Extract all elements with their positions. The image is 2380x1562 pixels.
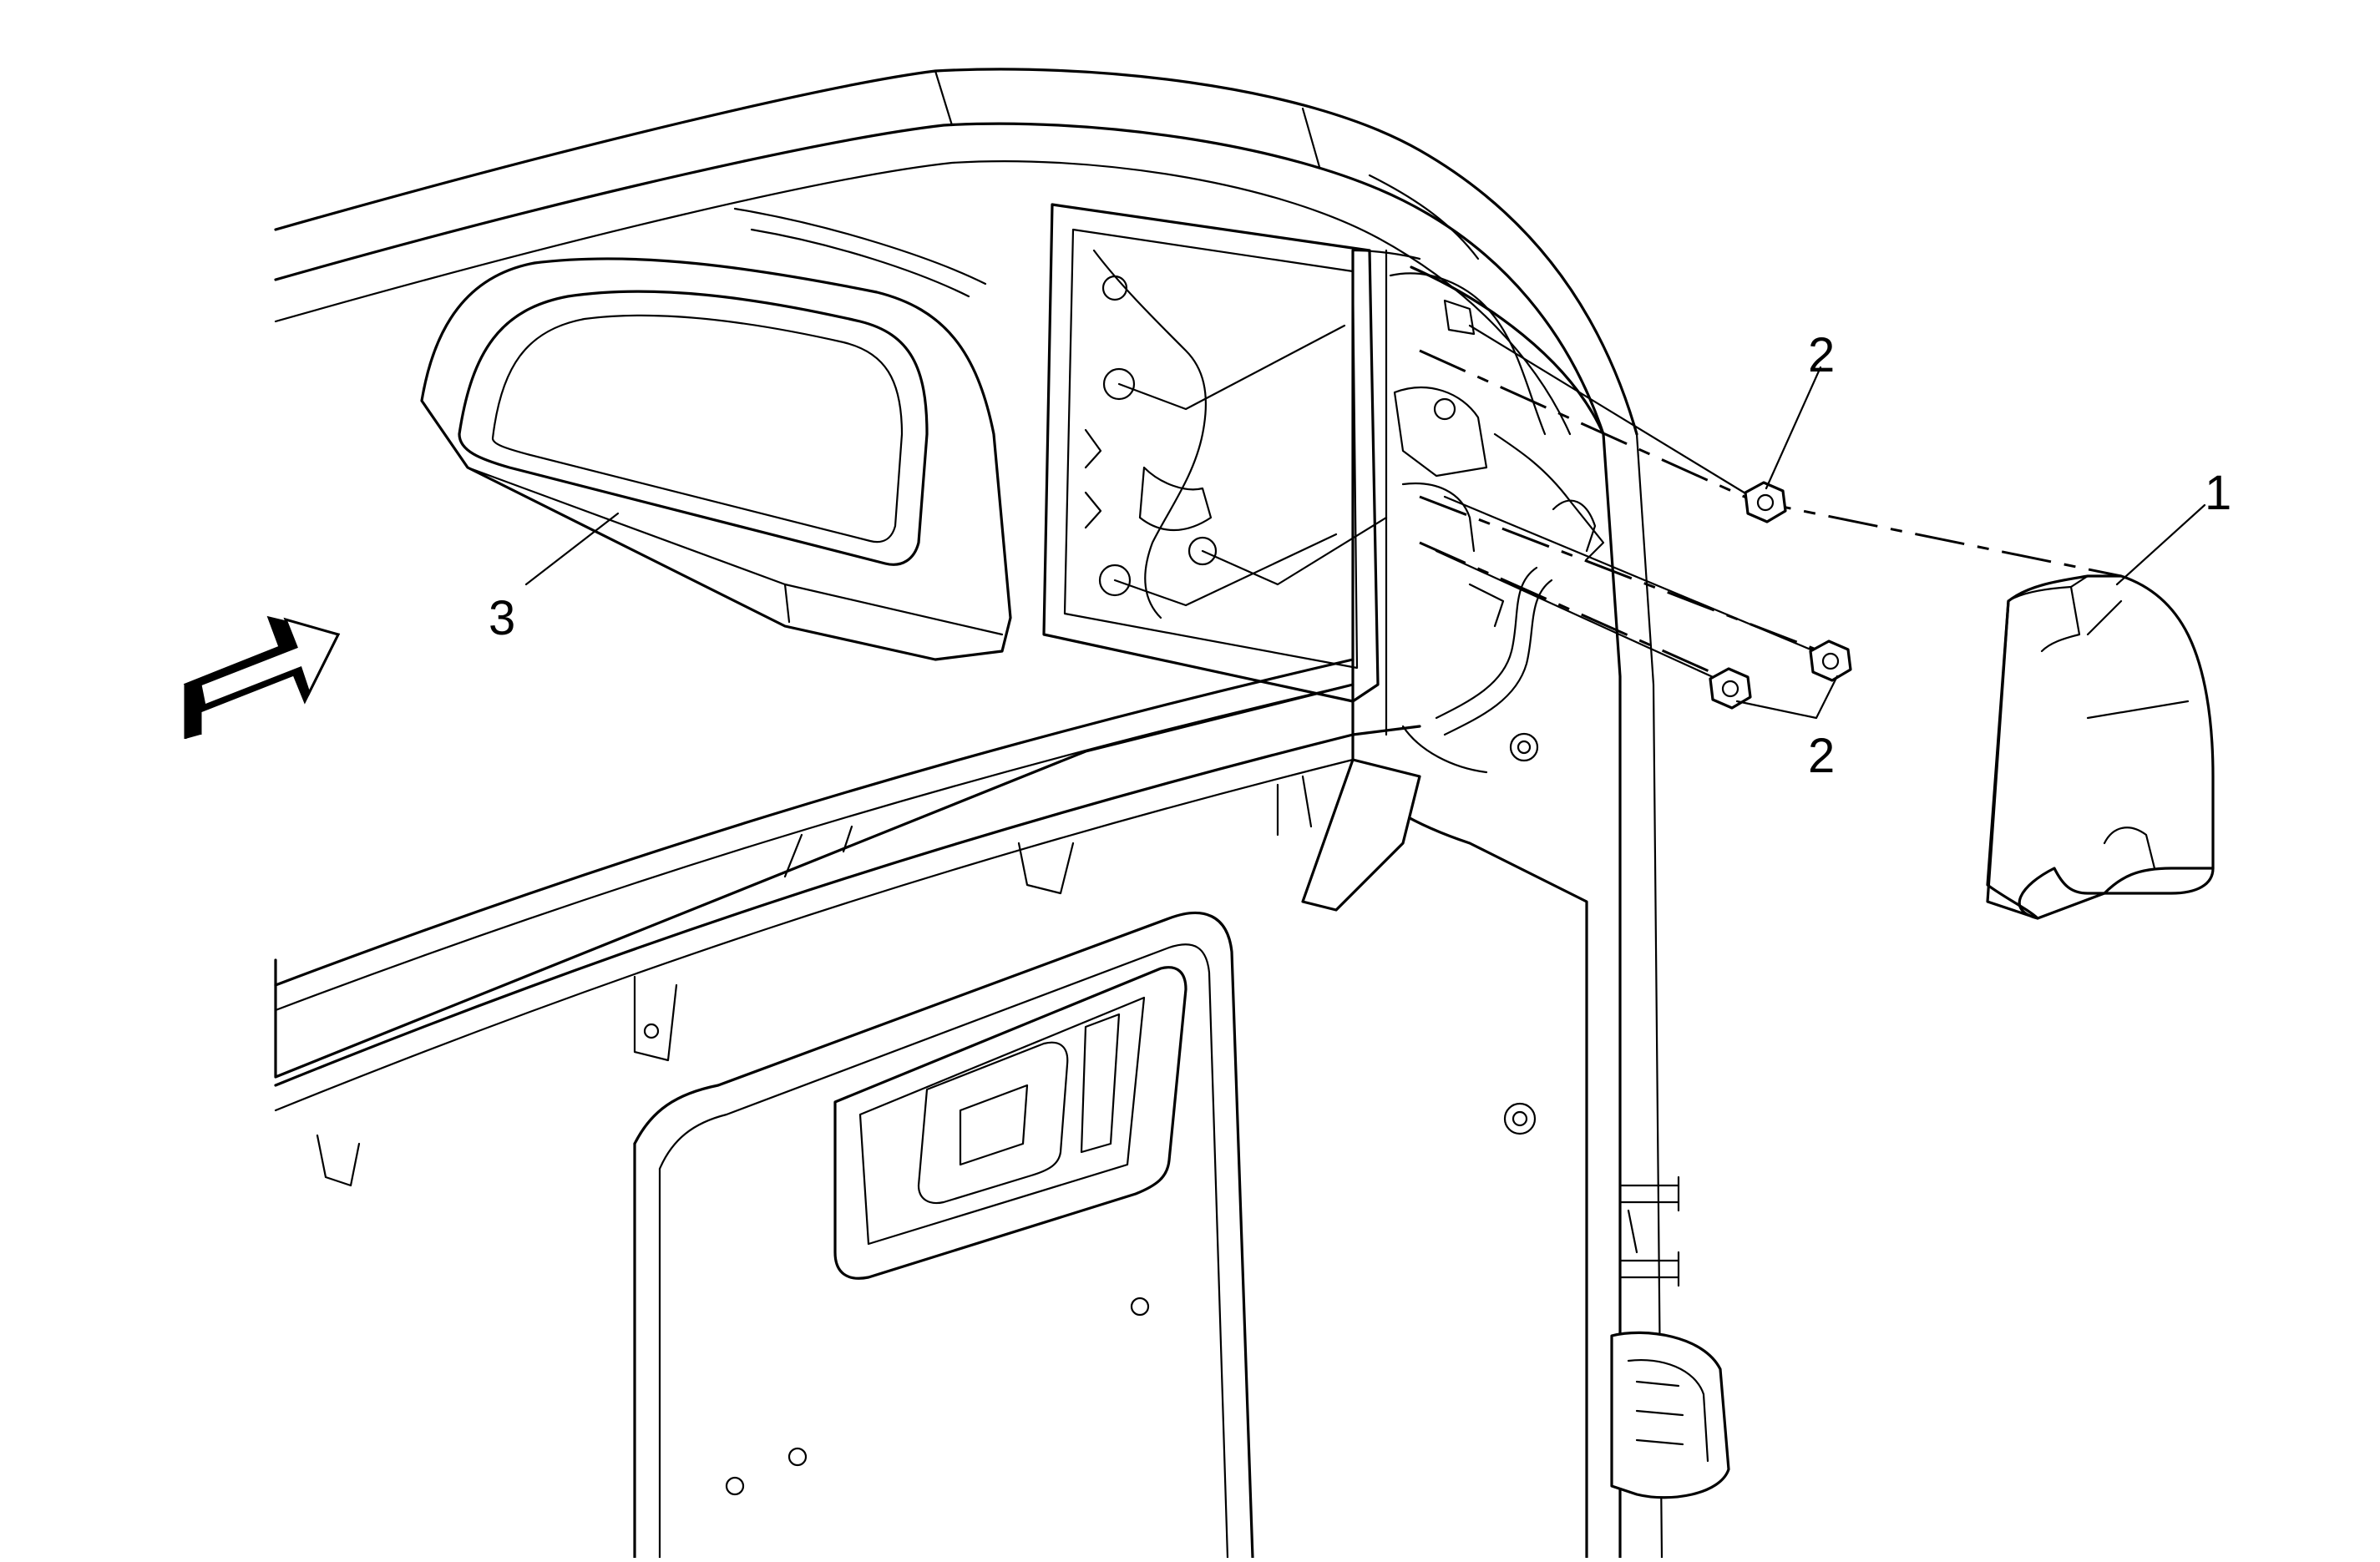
mirror-cover — [1986, 574, 2215, 920]
door-mirror-mount — [1389, 272, 1605, 628]
direction-arrow-icon — [183, 615, 341, 739]
callout-nut-upper: 2 — [1808, 328, 1835, 382]
mounting-nut-middle — [1809, 639, 1852, 682]
callout-cover: 1 — [2205, 466, 2231, 520]
door-inner-panel — [274, 249, 1730, 1559]
callout-nut-lower: 2 — [1808, 729, 1835, 783]
mounting-nut-lower — [1709, 667, 1752, 710]
callout-mirror: 3 — [489, 591, 515, 645]
leader-lines — [524, 366, 2206, 720]
door-top-frame — [274, 68, 1638, 436]
outside-mirror-assembly — [420, 203, 1388, 703]
mounting-nut-upper — [1744, 481, 1787, 523]
